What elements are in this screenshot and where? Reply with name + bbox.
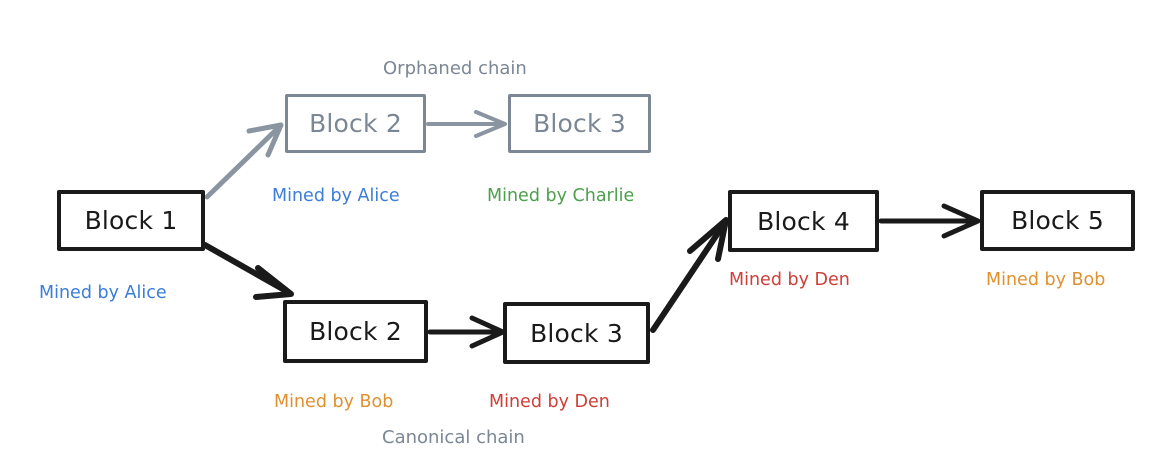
block-node-orphan-block-3[interactable]: Block 3: [508, 94, 651, 153]
canonical-chain-caption: Canonical chain: [382, 427, 525, 448]
miner-label-block-1: Mined by Alice: [39, 283, 167, 303]
block-label: Block 3: [533, 109, 626, 138]
miner-label-block-4: Mined by Den: [729, 270, 850, 290]
block-label: Block 2: [309, 317, 402, 346]
block-label: Block 4: [757, 206, 850, 236]
block-label: Block 2: [309, 109, 402, 138]
arrow-block1-to-orphan-block2: [204, 122, 284, 200]
arrow-orphan-block2-to-orphan-block3: [426, 110, 507, 138]
block-node-canonical-block-3[interactable]: Block 3: [503, 302, 650, 364]
arrow-canonical-block3-to-block4: [650, 217, 729, 333]
arrow-block4-to-block5: [878, 203, 981, 239]
orphaned-chain-caption: Orphaned chain: [383, 58, 527, 79]
miner-label-canonical-block-2: Mined by Bob: [274, 392, 394, 412]
block-label: Block 1: [84, 206, 178, 235]
miner-label-orphan-block-2: Mined by Alice: [272, 186, 400, 206]
miner-label-canonical-block-3: Mined by Den: [489, 392, 610, 412]
arrow-canonical-block2-to-canonical-block3: [427, 315, 506, 349]
miner-label-orphan-block-3: Mined by Charlie: [487, 186, 635, 206]
arrow-block1-to-canonical-block2: [202, 242, 294, 300]
block-label: Block 5: [1011, 206, 1104, 235]
block-label: Block 3: [530, 318, 623, 348]
block-node-orphan-block-2[interactable]: Block 2: [285, 94, 426, 153]
block-node-block-1[interactable]: Block 1: [57, 190, 205, 251]
miner-label-block-5: Mined by Bob: [986, 270, 1106, 290]
block-node-canonical-block-2[interactable]: Block 2: [283, 300, 428, 363]
block-node-block-4[interactable]: Block 4: [728, 190, 879, 252]
block-node-block-5[interactable]: Block 5: [980, 190, 1135, 251]
